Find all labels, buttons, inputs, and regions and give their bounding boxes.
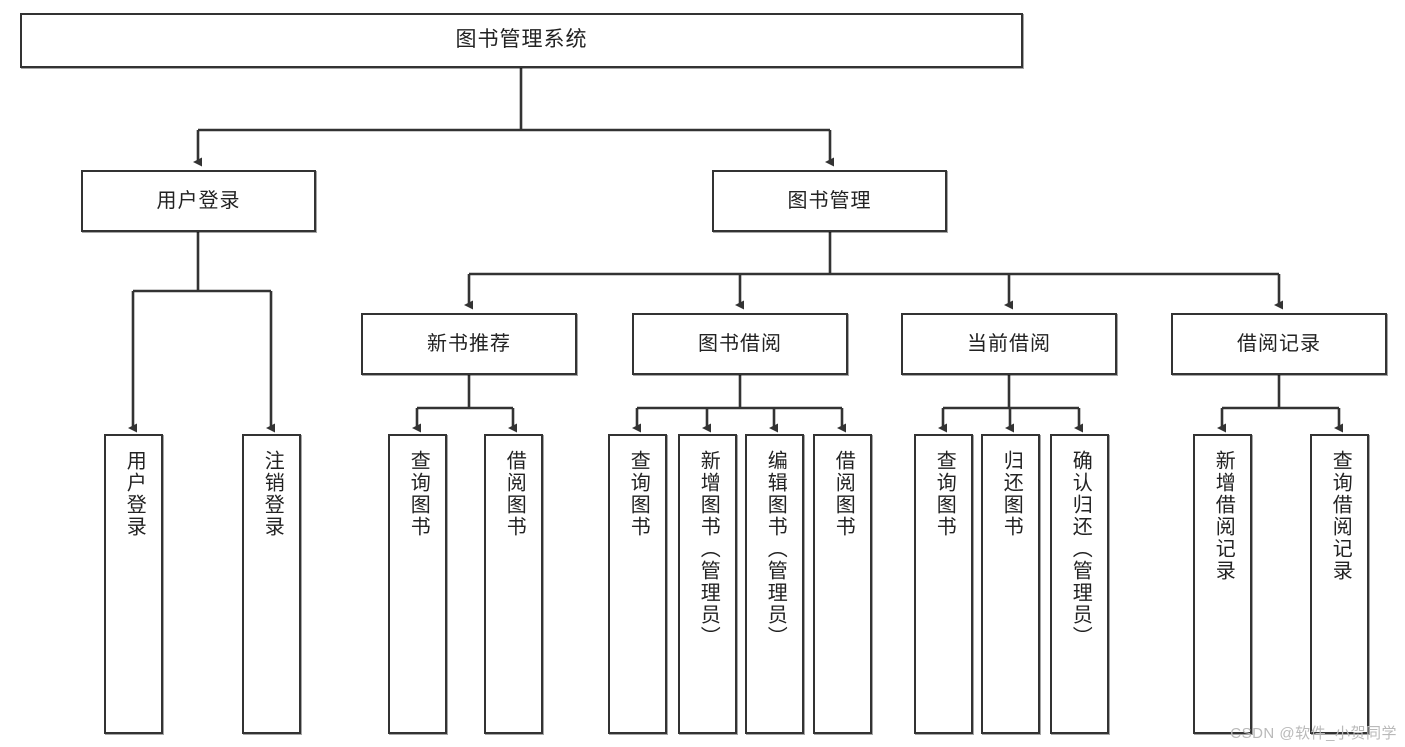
node-label: 用户登录 xyxy=(156,189,241,212)
node-label: 确认归还（管理员） xyxy=(1069,450,1092,648)
node-current-borrow[interactable]: 当前借阅 xyxy=(901,313,1117,375)
leaf-return-book[interactable]: 归还图书 xyxy=(981,434,1040,734)
leaf-borrow-book[interactable]: 借阅图书 xyxy=(813,434,872,734)
node-borrow-record[interactable]: 借阅记录 xyxy=(1171,313,1387,375)
leaf-add-book-admin[interactable]: 新增图书（管理员） xyxy=(678,434,737,734)
leaf-edit-book-admin[interactable]: 编辑图书（管理员） xyxy=(745,434,804,734)
leaf-add-borrow-record[interactable]: 新增借阅记录 xyxy=(1193,434,1252,734)
node-label: 查询图书 xyxy=(933,450,956,538)
node-label: 注销登录 xyxy=(261,450,284,538)
leaf-query-borrow-record[interactable]: 查询借阅记录 xyxy=(1310,434,1369,734)
node-user-login[interactable]: 用户登录 xyxy=(81,170,316,232)
leaf-borrow-book-recommend[interactable]: 借阅图书 xyxy=(484,434,543,734)
node-label: 图书管理系统 xyxy=(455,28,588,52)
node-label: 查询借阅记录 xyxy=(1329,450,1352,582)
leaf-query-book-recommend[interactable]: 查询图书 xyxy=(388,434,447,734)
node-root-system[interactable]: 图书管理系统 xyxy=(20,13,1023,68)
leaf-logout[interactable]: 注销登录 xyxy=(242,434,301,734)
node-new-book-recommend[interactable]: 新书推荐 xyxy=(361,313,577,375)
node-label: 查询图书 xyxy=(627,450,650,538)
node-label: 新增图书（管理员） xyxy=(697,450,720,648)
node-label: 新增借阅记录 xyxy=(1212,450,1235,582)
leaf-confirm-return-admin[interactable]: 确认归还（管理员） xyxy=(1050,434,1109,734)
node-label: 图书借阅 xyxy=(698,332,782,355)
node-label: 借阅图书 xyxy=(503,450,526,538)
node-label: 查询图书 xyxy=(407,450,430,538)
node-label: 归还图书 xyxy=(1000,450,1023,538)
leaf-user-login[interactable]: 用户登录 xyxy=(104,434,163,734)
node-label: 图书管理 xyxy=(787,189,872,212)
node-book-borrow[interactable]: 图书借阅 xyxy=(632,313,848,375)
node-label: 当前借阅 xyxy=(967,332,1051,355)
node-label: 借阅记录 xyxy=(1237,332,1321,355)
leaf-query-book-current[interactable]: 查询图书 xyxy=(914,434,973,734)
node-label: 用户登录 xyxy=(123,450,146,538)
node-label: 借阅图书 xyxy=(832,450,855,538)
node-label: 编辑图书（管理员） xyxy=(764,450,787,648)
leaf-query-book-borrow[interactable]: 查询图书 xyxy=(608,434,667,734)
node-label: 新书推荐 xyxy=(427,332,511,355)
node-book-management[interactable]: 图书管理 xyxy=(712,170,947,232)
